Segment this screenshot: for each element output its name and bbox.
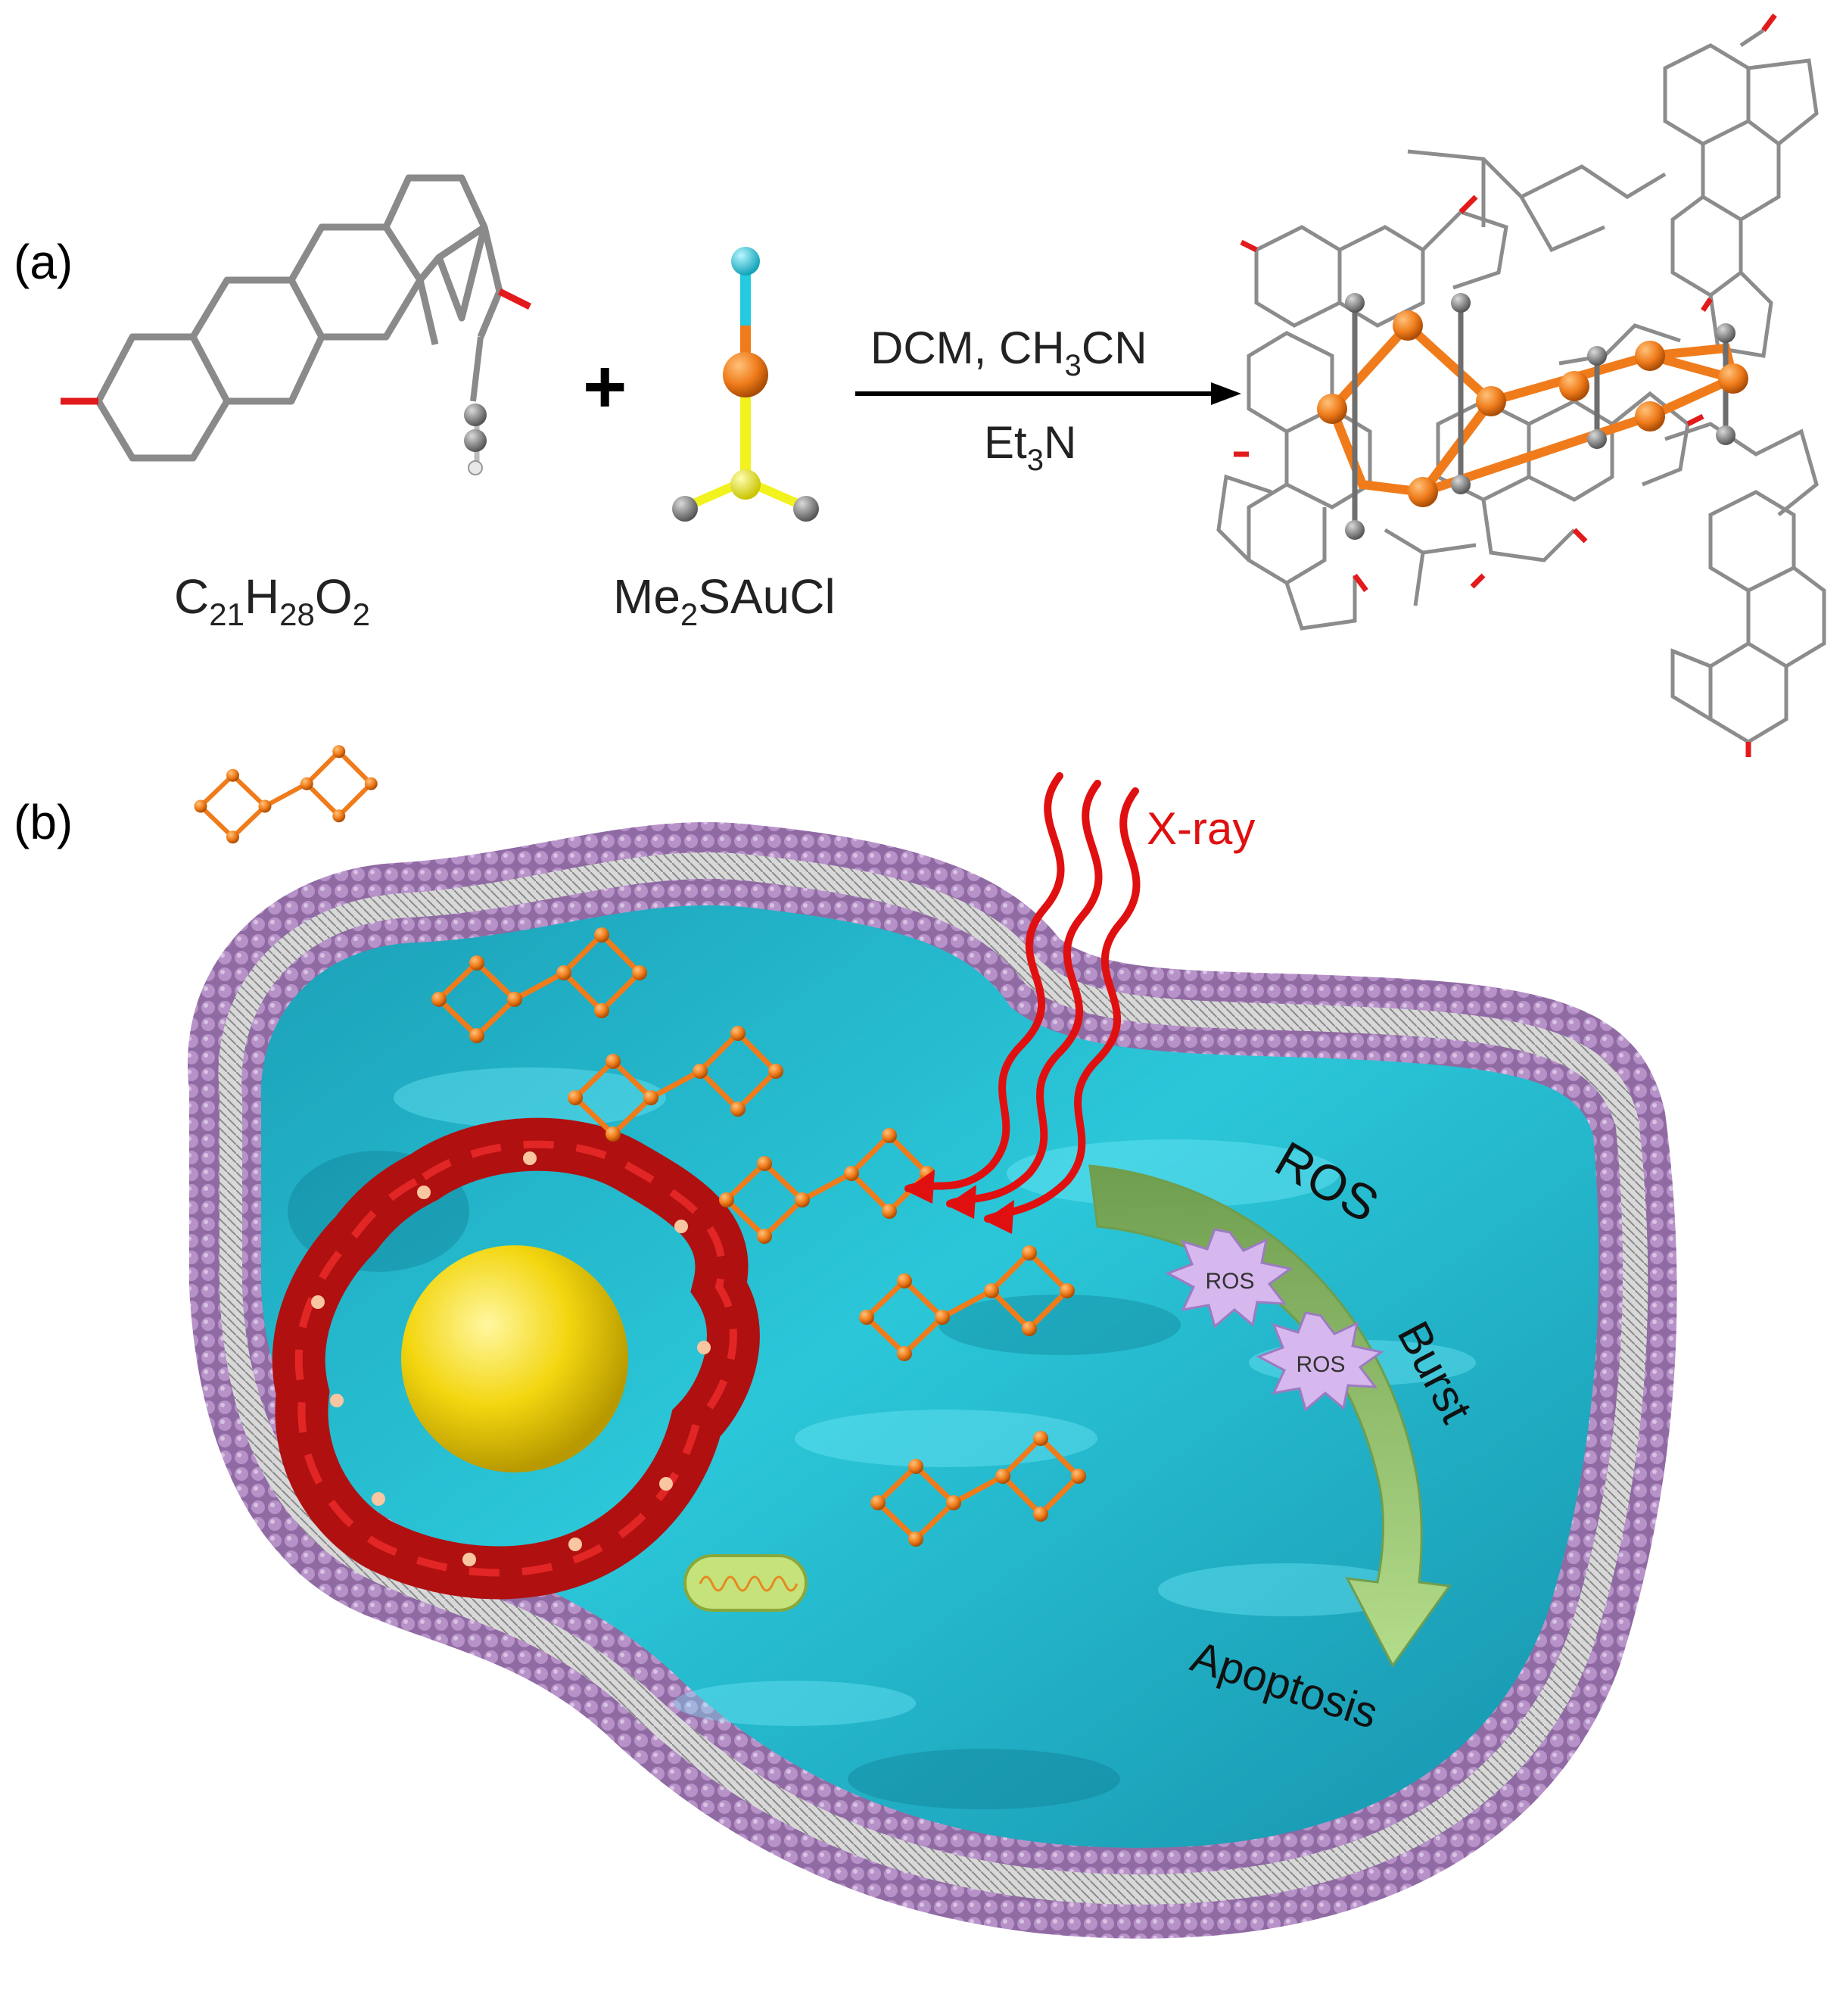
xray-waves (904, 772, 1141, 1223)
reactant2-formula: Me2SAuCl (613, 569, 836, 632)
reaction-conditions-solvents: DCM, CH3CN (870, 322, 1147, 382)
carbon-atom (1451, 293, 1471, 313)
ligand-oxygen-bonds (1234, 13, 1777, 757)
reaction-conditions-base: Et3N (984, 417, 1076, 477)
alkynyl-carbon-bonds (1352, 303, 1729, 530)
carbon-atom (1345, 293, 1365, 313)
hydrogen-atom (468, 460, 483, 475)
steroid-ligand-wireframe (1216, 28, 1826, 744)
carbon-atom (1587, 429, 1607, 449)
gold-atom (1559, 371, 1589, 401)
gold-atom (1317, 394, 1347, 424)
gold-atom (723, 352, 768, 397)
me2sau-cl-molecule (672, 247, 819, 522)
ros-badge-label: ROS (1205, 1269, 1254, 1294)
methyl-carbon-atom (793, 496, 819, 522)
cytoplasm-texture (394, 1067, 1476, 1726)
gold-atom (1635, 401, 1665, 432)
xray-arrowheads (904, 1170, 1014, 1234)
gold-cluster-icon (195, 745, 378, 843)
reaction-arrow (855, 382, 1241, 405)
panel-a-label: (a) (14, 235, 73, 289)
steroid-oxygen-bond (497, 288, 532, 310)
carbon-atom (1451, 475, 1471, 494)
xray-label: X-ray (1147, 803, 1255, 854)
gold-atom (1635, 341, 1665, 371)
gold-atom (1393, 310, 1423, 341)
ros-badge-label: ROS (1296, 1352, 1345, 1377)
alkyne-carbon-atom (464, 404, 487, 426)
carbon-atom (1345, 520, 1365, 540)
carbon-atom (1587, 346, 1607, 366)
mitochondrion (683, 1554, 808, 1612)
reactant1-formula: C21H28O2 (174, 569, 370, 632)
gold-cluster-product (1216, 13, 1826, 757)
alkyne-carbon-atom (464, 429, 487, 452)
chlorine-atom (731, 247, 760, 276)
carbon-atom (1716, 323, 1735, 343)
methyl-carbon-atom (672, 496, 698, 522)
gold-atom (1408, 477, 1438, 507)
endoplasmic-reticulum (272, 1117, 760, 1600)
gold-atom (1476, 386, 1506, 416)
carbon-atom (1716, 425, 1735, 445)
nucleus (401, 1245, 628, 1472)
steroid-molecule (95, 174, 503, 462)
panel-b-label: (b) (14, 795, 73, 849)
plus-sign: + (583, 344, 627, 429)
sulfur-atom (730, 469, 761, 500)
gold-core-bonds (1327, 319, 1747, 501)
gold-atom (1718, 363, 1748, 394)
